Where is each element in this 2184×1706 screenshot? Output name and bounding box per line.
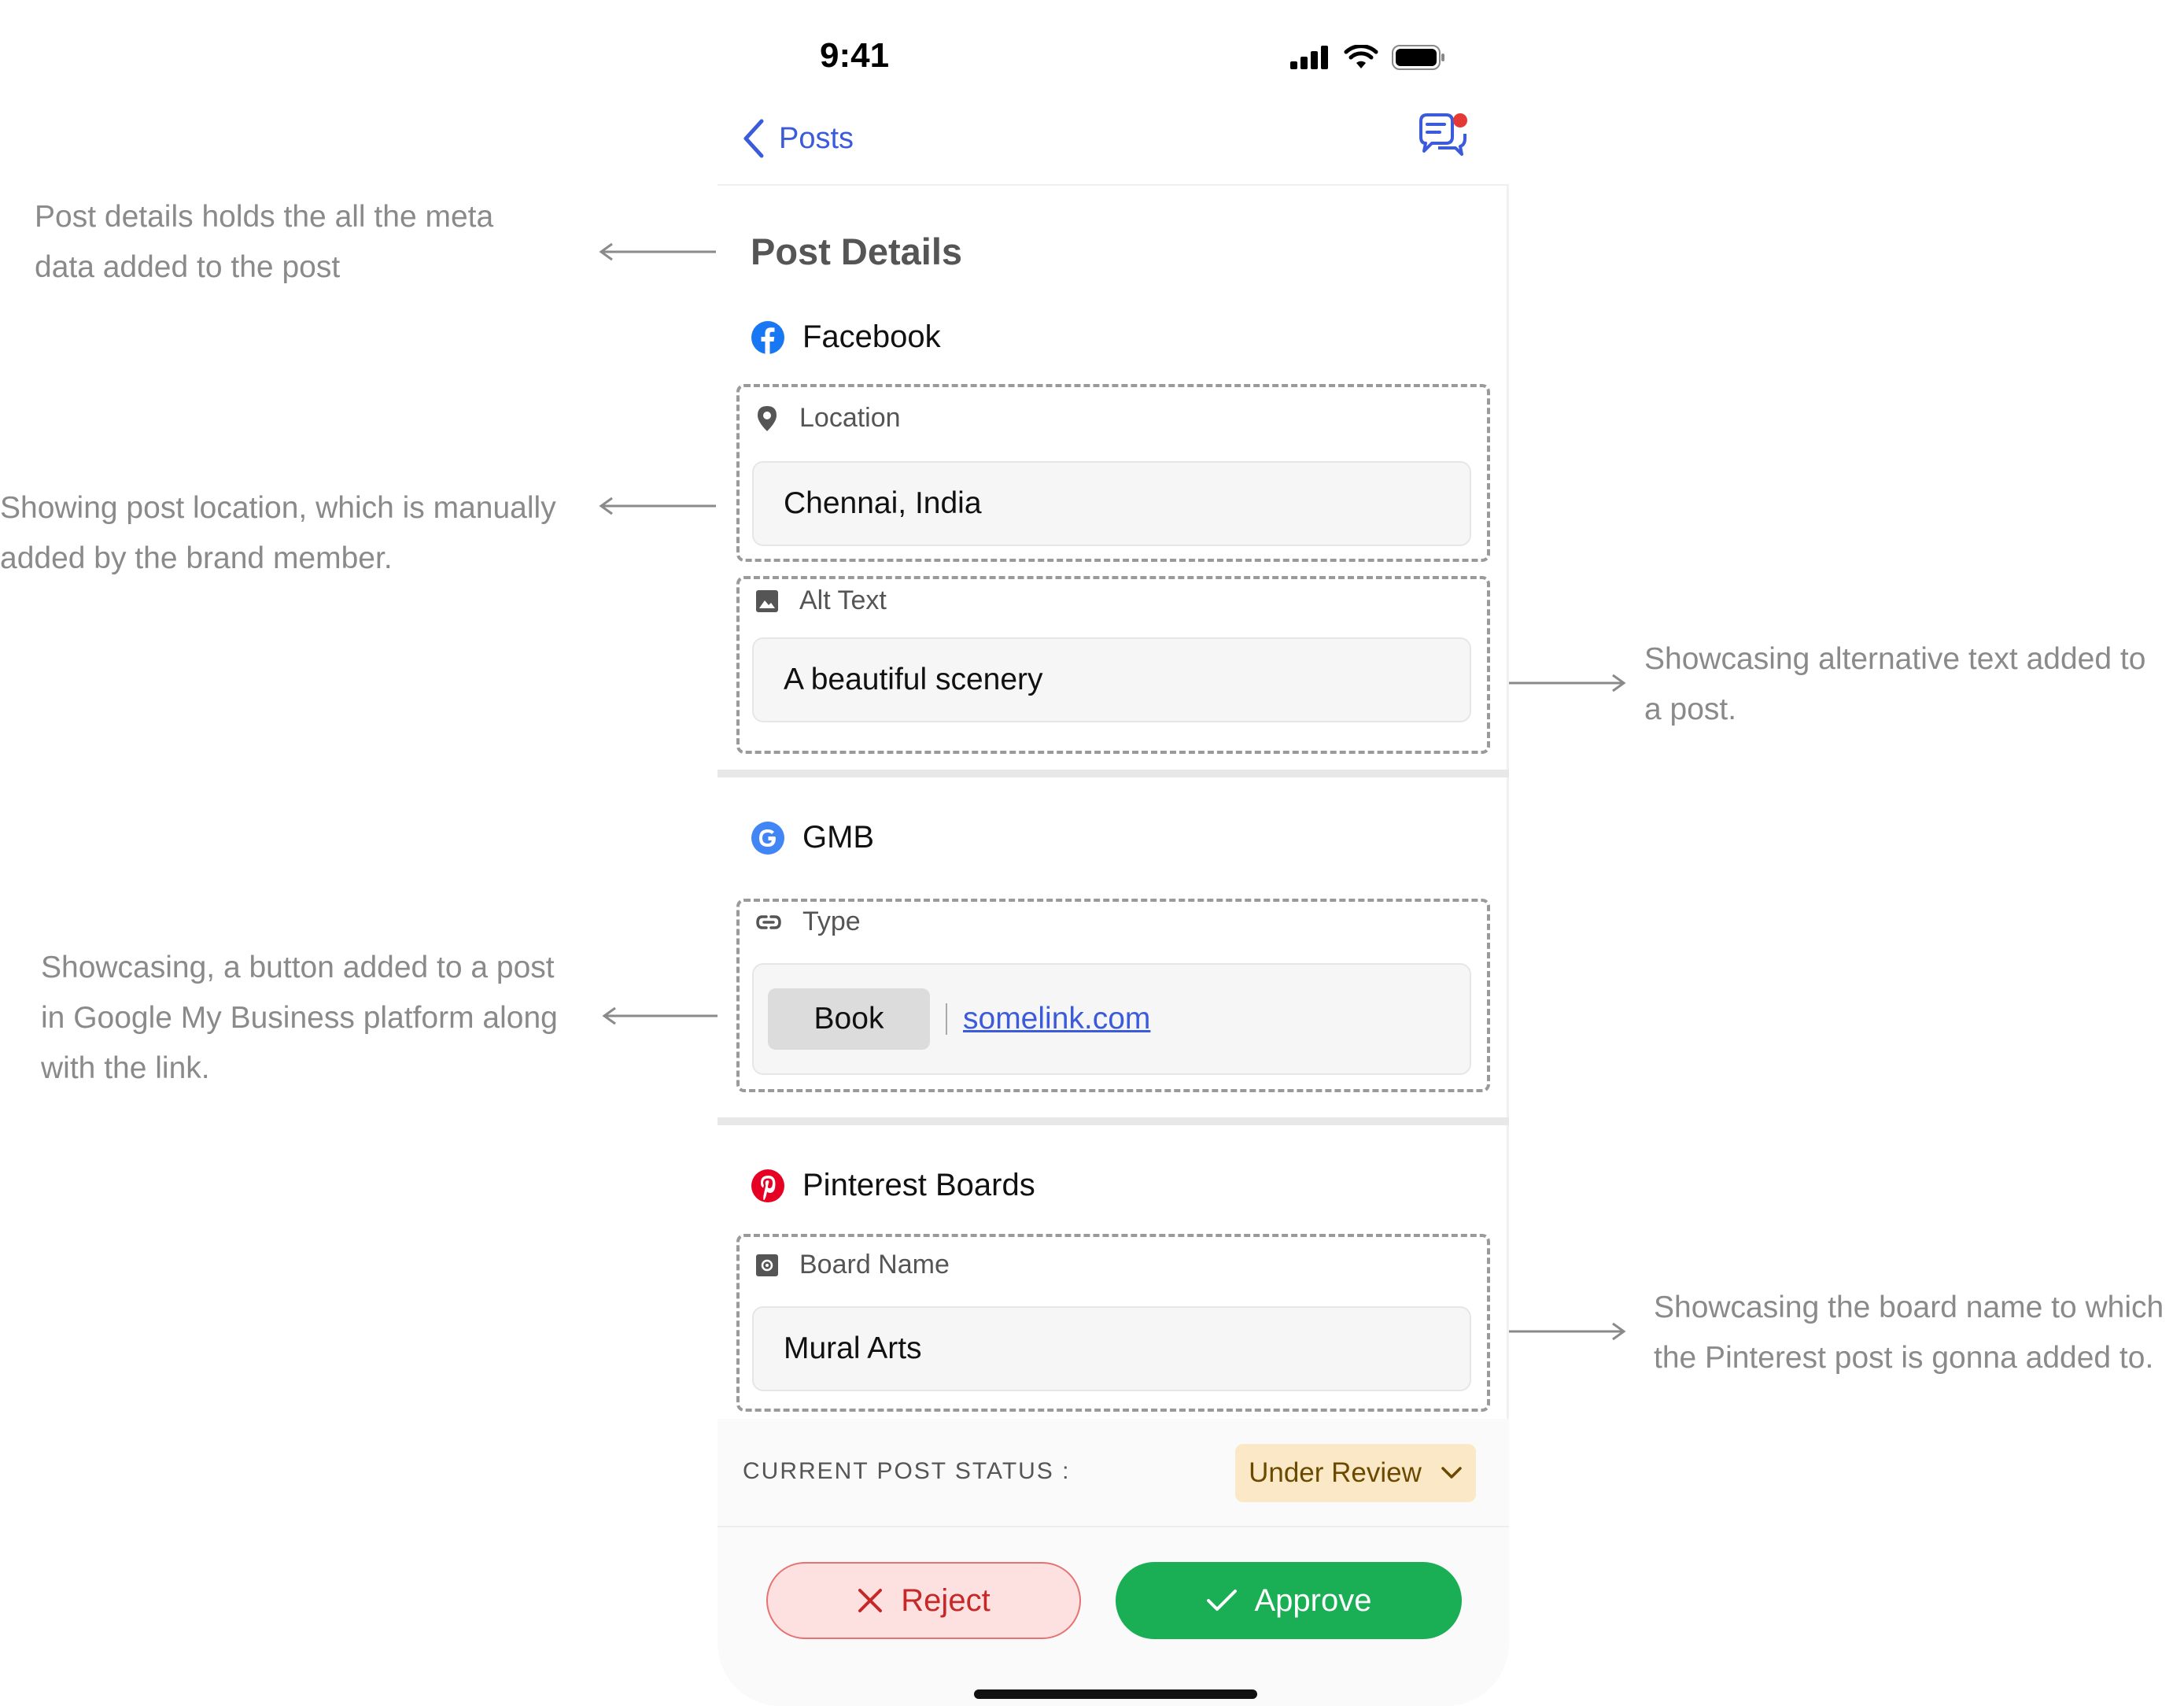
location-label-row: Location: [755, 403, 901, 434]
wifi-icon: [1344, 45, 1378, 68]
status-label: CURRENT POST STATUS :: [743, 1458, 1071, 1484]
chevron-left-icon: [743, 119, 764, 158]
status-bar: 9:41: [718, 0, 1509, 110]
annotation-line: the Pinterest post is gonna added to.: [1654, 1341, 2154, 1375]
arrow-left-icon: [599, 497, 716, 515]
annotation-line: a post.: [1644, 692, 1737, 726]
status-icons: [1290, 44, 1446, 71]
status-value: Under Review: [1249, 1457, 1422, 1488]
alt-text-label: Alt Text: [799, 585, 887, 615]
back-button[interactable]: Posts: [741, 118, 854, 159]
section-divider: [718, 770, 1509, 777]
location-pin-icon: [758, 405, 777, 431]
location-label: Location: [799, 403, 901, 433]
gmb-type-box: Type Book somelink.com: [736, 899, 1490, 1092]
reject-label: Reject: [901, 1582, 991, 1618]
arrow-right-icon: [1509, 1322, 1626, 1341]
location-field[interactable]: Chennai, India: [752, 461, 1471, 546]
annotation-board: Showcasing the board name to which the P…: [1654, 1283, 2164, 1383]
annotation-line: Post details holds the all the meta: [35, 200, 494, 234]
status-time: 9:41: [820, 36, 890, 75]
annotation-line: Showcasing the board name to which: [1654, 1291, 2164, 1324]
chevron-down-icon: [1441, 1467, 1462, 1479]
comments-icon[interactable]: [1415, 110, 1470, 165]
arrow-left-icon: [602, 1006, 719, 1025]
location-box: Location Chennai, India: [736, 384, 1490, 562]
pinterest-section-header: Pinterest Boards: [751, 1168, 1035, 1203]
post-status-row: CURRENT POST STATUS : Under Review: [718, 1419, 1509, 1527]
annotation-line: Showing post location, which is manually: [0, 491, 556, 525]
facebook-title: Facebook: [802, 319, 941, 354]
facebook-section-header: Facebook: [751, 319, 941, 355]
annotation-line: in Google My Business platform along: [41, 1001, 558, 1035]
approve-label: Approve: [1254, 1582, 1372, 1618]
type-label-row: Type: [755, 907, 861, 937]
alt-text-field[interactable]: A beautiful scenery: [752, 637, 1471, 722]
alt-text-value: A beautiful scenery: [784, 663, 1043, 696]
home-indicator[interactable]: [974, 1689, 1257, 1699]
annotation-line: Showcasing alternative text added to: [1644, 642, 2146, 676]
annotation-alt-text: Showcasing alternative text added to a p…: [1644, 634, 2145, 735]
phone-screen: 9:41 Posts: [718, 0, 1509, 1706]
page-title: Post Details: [751, 231, 963, 272]
board-value: Mural Arts: [784, 1331, 922, 1365]
board-label-row: Board Name: [755, 1250, 950, 1280]
google-icon: [751, 821, 784, 855]
annotation-gmb-button: Showcasing, a button added to a post in …: [41, 943, 558, 1094]
section-divider: [718, 1117, 1509, 1125]
alt-text-label-row: Alt Text: [755, 585, 887, 616]
annotation-line: data added to the post: [35, 250, 341, 284]
book-button[interactable]: Book: [768, 988, 930, 1050]
gmb-section-header: GMB: [751, 820, 874, 855]
image-icon: [756, 589, 778, 612]
pinterest-icon: [751, 1169, 784, 1202]
action-bar: Reject Approve: [718, 1527, 1509, 1706]
location-value: Chennai, India: [784, 486, 982, 520]
reject-button[interactable]: Reject: [766, 1562, 1081, 1639]
arrow-right-icon: [1509, 674, 1626, 692]
board-icon: [756, 1254, 778, 1276]
back-label: Posts: [779, 121, 854, 155]
gmb-type-field: Book somelink.com: [752, 963, 1471, 1075]
separator: [946, 1003, 947, 1035]
battery-icon: [1392, 45, 1444, 70]
annotation-location: Showing post location, which is manually…: [0, 483, 556, 584]
link-icon: [756, 914, 781, 929]
arrow-left-icon: [599, 242, 716, 261]
alt-text-box: Alt Text A beautiful scenery: [736, 576, 1490, 754]
post-details-content: Post Details Facebook Location Chennai, …: [718, 186, 1509, 1419]
approve-button[interactable]: Approve: [1116, 1562, 1462, 1639]
navigation-bar: Posts: [718, 110, 1509, 186]
annotation-line: Showcasing, a button added to a post: [41, 951, 555, 984]
board-name-field[interactable]: Mural Arts: [752, 1306, 1471, 1391]
board-name-box: Board Name Mural Arts: [736, 1234, 1490, 1412]
board-label: Board Name: [799, 1250, 950, 1280]
status-dropdown[interactable]: Under Review: [1235, 1444, 1476, 1502]
facebook-icon: [751, 320, 784, 354]
cellular-signal-icon: [1290, 46, 1328, 69]
gmb-title: GMB: [802, 820, 875, 855]
type-label: Type: [802, 907, 861, 936]
gmb-link[interactable]: somelink.com: [963, 1002, 1151, 1036]
check-icon: [1206, 1590, 1237, 1611]
pinterest-title: Pinterest Boards: [802, 1168, 1035, 1202]
annotation-line: with the link.: [41, 1051, 210, 1085]
close-icon: [858, 1589, 883, 1612]
annotation-post-details: Post details holds the all the meta data…: [35, 192, 493, 293]
annotation-line: added by the brand member.: [0, 541, 393, 575]
